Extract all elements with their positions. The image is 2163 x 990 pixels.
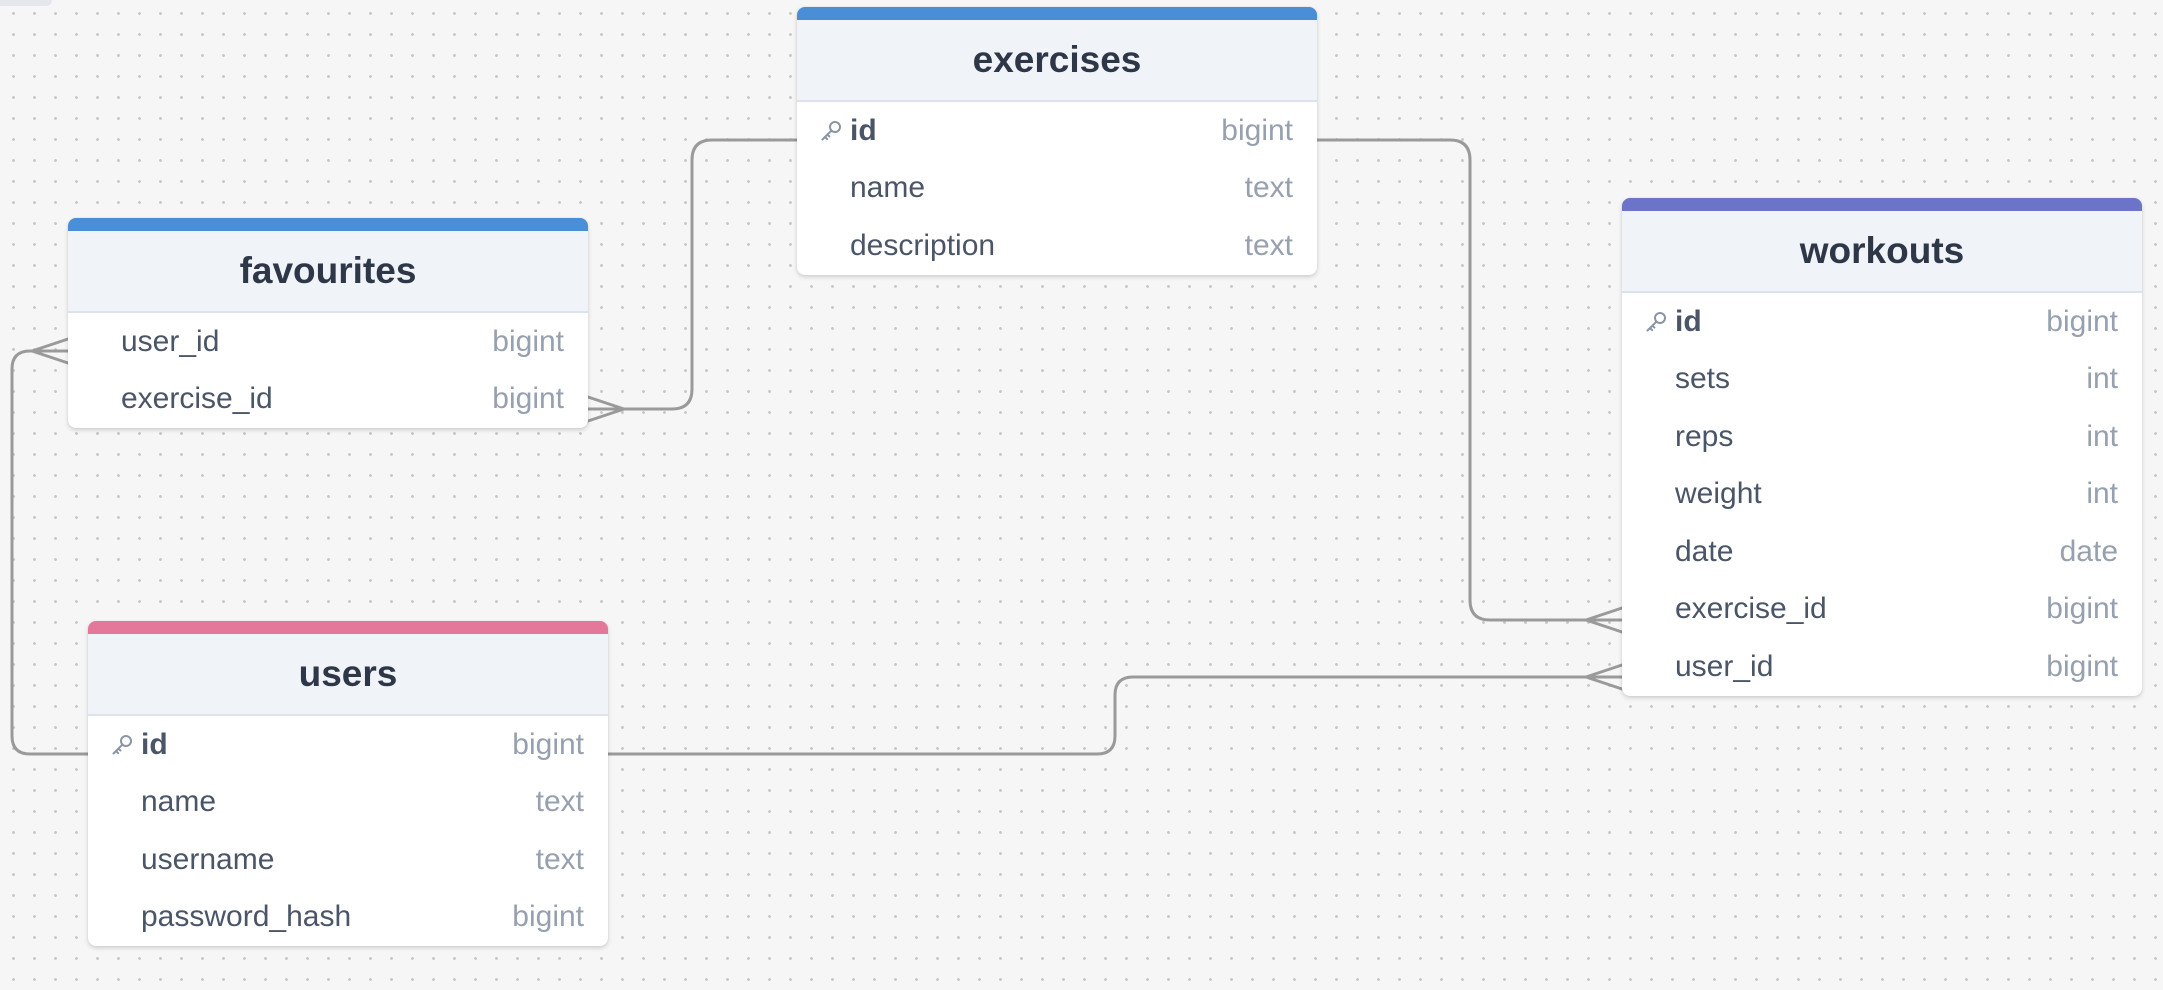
column-type: bigint [2046,304,2118,338]
column-row-reps[interactable]: reps int [1622,408,2142,466]
column-row-id[interactable]: id bigint [797,102,1317,160]
column-row-password-hash[interactable]: password_hash bigint [88,889,608,947]
column-row-sets[interactable]: sets int [1622,351,2142,409]
table-title[interactable]: favourites [68,231,588,313]
column-name: user_id [121,324,220,358]
crowfoot-icon [586,395,626,423]
column-type: bigint [512,727,584,761]
column-name: description [850,228,996,262]
column-type: bigint [1221,113,1293,147]
column-name: id [1675,304,1702,338]
column-name: weight [1675,477,1762,511]
column-name: exercise_id [1675,592,1827,626]
column-type: bigint [2046,649,2118,683]
column-name: date [1675,534,1734,568]
table-title[interactable]: exercises [797,20,1317,102]
column-name: user_id [1675,649,1774,683]
table-accent-bar [1622,198,2142,211]
crowfoot-icon [1584,663,1624,691]
column-type: text [1244,228,1293,262]
column-name: reps [1675,419,1734,453]
relation-exercises-favourites[interactable] [586,138,799,411]
column-name: id [850,113,877,147]
column-type: int [2086,477,2118,511]
column-name: name [850,171,926,205]
table-accent-bar [797,7,1317,20]
column-row-name[interactable]: name text [797,160,1317,218]
column-row-description[interactable]: description text [797,217,1317,275]
column-type: bigint [2046,592,2118,626]
column-name: exercise_id [121,382,273,416]
column-type: text [1244,171,1293,205]
table-workouts[interactable]: workouts id bigint sets int reps int weight int d… [1622,198,2142,696]
key-icon [110,733,134,757]
column-row-user-id[interactable]: user_id bigint [1622,638,2142,696]
column-type: bigint [512,900,584,934]
column-row-id[interactable]: id bigint [88,716,608,774]
relation-users-workouts[interactable] [606,675,1624,756]
column-type: date [2059,534,2118,568]
column-name: username [141,842,275,876]
column-row-date[interactable]: date date [1622,523,2142,581]
column-row-exercise-id[interactable]: exercise_id bigint [68,371,588,429]
column-type: text [535,785,584,819]
crowfoot-icon [30,337,70,365]
column-row-exercise-id[interactable]: exercise_id bigint [1622,581,2142,639]
column-row-name[interactable]: name text [88,774,608,832]
column-type: bigint [492,324,564,358]
table-accent-bar [88,621,608,634]
table-title[interactable]: workouts [1622,211,2142,293]
table-accent-bar [68,218,588,231]
column-row-weight[interactable]: weight int [1622,466,2142,524]
canvas-corner-tab [0,0,52,6]
crowfoot-icon [1584,606,1624,634]
key-icon [819,119,843,143]
relation-exercises-workouts[interactable] [1315,138,1624,622]
column-row-id[interactable]: id bigint [1622,293,2142,351]
key-icon [1644,310,1668,334]
column-name: password_hash [141,900,352,934]
column-type: int [2086,419,2118,453]
table-title[interactable]: users [88,634,608,716]
column-type: text [535,842,584,876]
table-exercises[interactable]: exercises id bigint name text description text [797,7,1317,275]
column-type: bigint [492,382,564,416]
table-users[interactable]: users id bigint name text username text passwor… [88,621,608,946]
column-row-user-id[interactable]: user_id bigint [68,313,588,371]
column-name: sets [1675,362,1731,396]
column-type: int [2086,362,2118,396]
column-name: name [141,785,217,819]
column-name: id [141,727,168,761]
column-row-username[interactable]: username text [88,831,608,889]
